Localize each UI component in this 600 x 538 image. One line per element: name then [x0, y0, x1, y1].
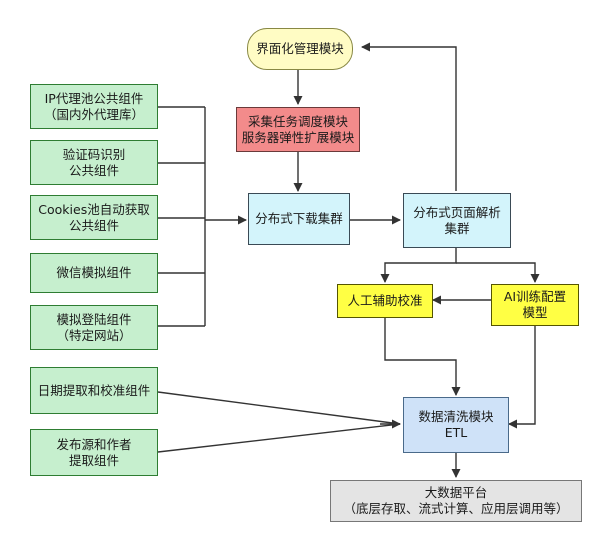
component-label: IP代理池公共组件 （国内外代理库） — [43, 90, 144, 122]
component-wechat-sim: 微信模拟组件 — [30, 253, 158, 293]
component-label: Cookies池自动获取 公共组件 — [38, 201, 150, 233]
component-label: 验证码识别 公共组件 — [62, 146, 126, 178]
component-label: 发布源和作者 提取组件 — [56, 436, 132, 468]
arrow-parser-to-ai — [456, 262, 540, 283]
arrow-manual-to-cleaning — [384, 318, 461, 396]
data-cleaning-label: 数据清洗模块 ETL — [418, 409, 494, 440]
component-cookies-pool: Cookies池自动获取 公共组件 — [30, 195, 158, 240]
ui-module-label: 界面化管理模块 — [256, 41, 344, 56]
link-source-component — [157, 423, 401, 453]
downloader-cluster-label: 分布式下载集群 — [255, 211, 343, 226]
ai-training-label: AI训练配置 模型 — [503, 289, 567, 320]
link-date-component — [157, 391, 401, 425]
component-captcha: 验证码识别 公共组件 — [30, 140, 158, 185]
parser-cluster-label: 分布式页面解析 集群 — [413, 204, 501, 236]
arrow-parser-to-ui — [361, 42, 457, 191]
arrow-ai-to-cleaning — [508, 318, 536, 429]
manual-check-node: 人工辅助校准 — [337, 284, 433, 318]
downloader-cluster-node: 分布式下载集群 — [248, 193, 350, 245]
component-date-extract: 日期提取和校准组件 — [30, 367, 158, 414]
manual-check-label: 人工辅助校准 — [347, 293, 423, 308]
big-data-platform-node: 大数据平台 （底层存取、流式计算、应用层调用等） — [330, 480, 582, 522]
ui-module-node: 界面化管理模块 — [247, 28, 353, 70]
arrow-parser-to-manual — [380, 248, 457, 283]
component-source-author: 发布源和作者 提取组件 — [30, 429, 158, 476]
big-data-platform-label: 大数据平台 （底层存取、流式计算、应用层调用等） — [343, 485, 569, 516]
component-label: 微信模拟组件 — [56, 265, 132, 280]
component-ip-proxy-pool: IP代理池公共组件 （国内外代理库） — [30, 84, 158, 129]
component-label: 日期提取和校准组件 — [37, 382, 151, 398]
parser-cluster-node: 分布式页面解析 集群 — [403, 193, 511, 248]
component-label: 模拟登陆组件 （特定网站） — [56, 311, 132, 343]
data-cleaning-node: 数据清洗模块 ETL — [403, 397, 509, 453]
scheduler-label: 采集任务调度模块 服务器弹性扩展模块 — [241, 113, 355, 145]
component-login-sim: 模拟登陆组件 （特定网站） — [30, 305, 158, 350]
ai-training-node: AI训练配置 模型 — [491, 284, 579, 326]
scheduler-node: 采集任务调度模块 服务器弹性扩展模块 — [236, 107, 360, 152]
